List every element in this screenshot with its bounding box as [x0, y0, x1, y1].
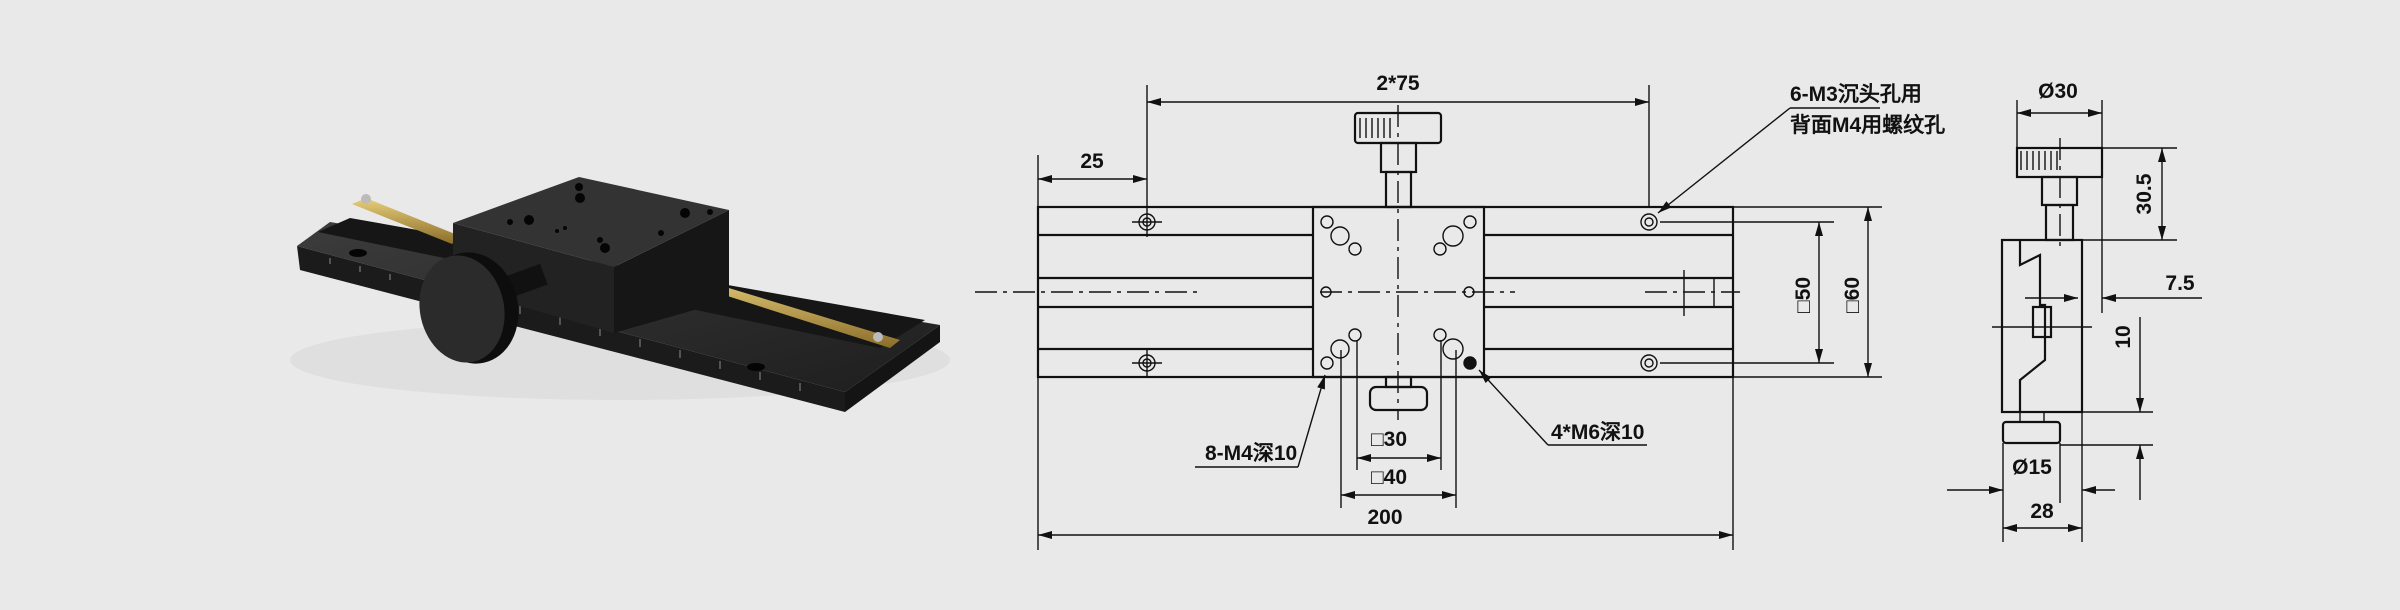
dimension-lines	[1037, 85, 1882, 550]
base-mount-hole	[747, 363, 765, 371]
dim-height: 10	[2112, 325, 2135, 348]
dim-end-offset: 25	[1080, 150, 1104, 173]
dim-width-side: 28	[2030, 500, 2054, 523]
scale-ticks	[329, 258, 801, 391]
side-dimension-lines	[1947, 100, 2202, 542]
carriage-top-face	[453, 177, 729, 267]
carriage-holes	[1320, 215, 1477, 370]
dim-offset: 7.5	[2165, 272, 2195, 295]
dovetail-profile	[2018, 240, 2047, 412]
note-counterbore-1: 6-M3沉头孔用	[1790, 83, 1922, 106]
brass-rack-left	[352, 198, 460, 244]
product-render	[290, 177, 950, 412]
dim-knob-diameter: Ø30	[2038, 80, 2078, 103]
dim-rail-spacing: □50	[1792, 277, 1815, 313]
dim-length: 200	[1367, 506, 1402, 529]
dim-hole-pitch: 2*75	[1376, 72, 1420, 95]
side-body	[2000, 238, 2084, 414]
side-lower-knob	[2001, 412, 2062, 445]
side-view: Ø30 30.5 7.5 10 Ø15 28	[1947, 80, 2202, 542]
stop-pin-right	[873, 332, 883, 342]
rail-lines	[1038, 233, 1733, 351]
base-right-side	[845, 325, 940, 412]
top-view: 2*75 25 6-M3沉头孔用 背面M4用螺纹孔 □50 □60 8-M4深1…	[975, 72, 1945, 550]
knob-bottom	[1368, 375, 1429, 412]
adjustment-knob	[419, 255, 505, 363]
dim-pattern-40: □40	[1371, 466, 1407, 489]
base-mount-hole	[349, 249, 367, 257]
dim-width: □60	[1841, 277, 1864, 313]
counterbore-holes	[1132, 207, 1658, 378]
note-counterbore-2: 背面M4用螺纹孔	[1790, 113, 1945, 137]
note-m6-holes: 4*M6深10	[1551, 421, 1644, 444]
knob-top	[1353, 111, 1443, 209]
note-m4-holes: 8-M4深10	[1205, 442, 1297, 465]
dim-pattern-30: □30	[1371, 428, 1407, 451]
carriage-right-face	[614, 210, 729, 333]
stop-pin-left	[361, 194, 371, 204]
dim-lower-knob-diameter: Ø15	[2012, 456, 2052, 479]
dim-knob-height: 30.5	[2133, 173, 2156, 214]
carriage-mounting-holes	[507, 183, 713, 253]
